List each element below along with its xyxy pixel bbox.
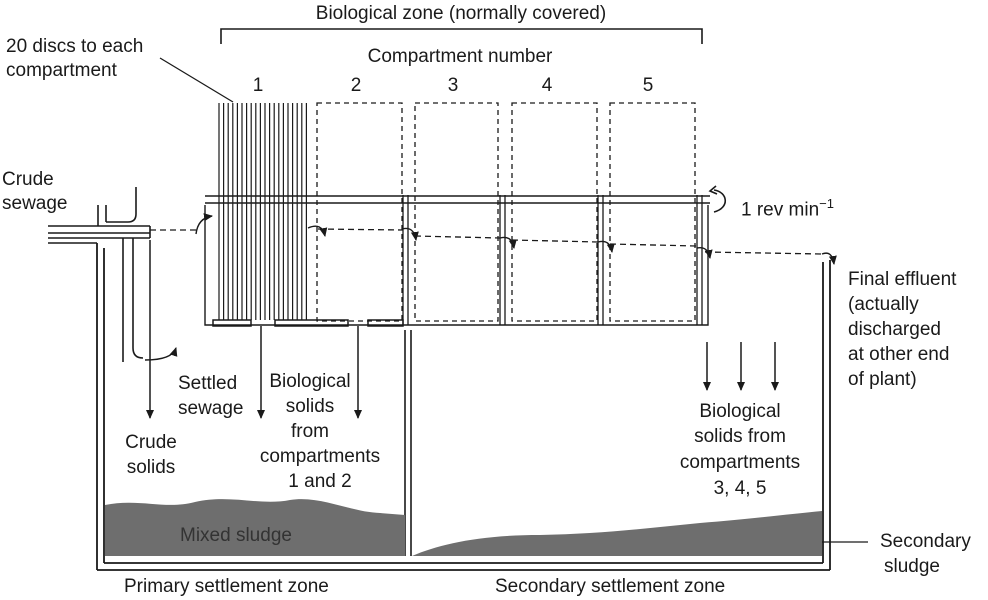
discs-note-line2: compartment: [6, 60, 117, 81]
inlet-pipes: [48, 187, 151, 362]
settled-sewage-line1: Settled: [178, 373, 238, 394]
rotating-shaft: [205, 195, 710, 204]
secondary-sludge-deposit: [412, 511, 822, 556]
settlement-tank: [96, 243, 831, 571]
compartment-2-number: 2: [350, 75, 362, 96]
compartment-3-number: 3: [447, 75, 459, 96]
biological-zone-title: Biological zone (normally covered): [315, 3, 607, 24]
final-effluent-line1: Final effluent: [848, 269, 957, 290]
dashed-compartments: [316, 102, 696, 322]
bio-solids-12-line2: solids: [285, 396, 335, 417]
rotation-speed-text: 1 rev min: [741, 199, 820, 221]
primary-settlement-zone-label: Primary settlement zone: [124, 576, 329, 597]
bio-solids-345-line4: 3, 4, 5: [713, 478, 767, 499]
compartment-1-number: 1: [252, 75, 264, 96]
solids-arrows: [146, 240, 779, 419]
crude-sewage-line2: sewage: [2, 193, 68, 214]
bio-solids-12-line4: compartments: [259, 446, 381, 467]
compartment-4-number: 4: [541, 75, 553, 96]
discs-leader-line: [159, 57, 234, 103]
zone-partition: [404, 330, 412, 556]
solids-outlets: [212, 319, 404, 327]
secondary-sludge-line1: Secondary: [880, 531, 971, 552]
secondary-sludge-line2: sludge: [884, 556, 940, 577]
trough-outline: [204, 205, 709, 326]
compartment-5-number: 5: [642, 75, 654, 96]
secondary-settlement-zone-label: Secondary settlement zone: [495, 576, 726, 597]
bio-solids-345-line1: Biological: [699, 401, 781, 422]
compartment-number-header: Compartment number: [367, 46, 553, 67]
water-level: [150, 228, 823, 255]
crude-solids-line1: Crude: [125, 432, 177, 453]
bio-solids-12-line3: from: [291, 421, 329, 442]
rotation-speed-exponent: −1: [819, 196, 834, 211]
rotation-arrow: [713, 189, 727, 213]
bio-solids-345-line3: compartments: [679, 452, 801, 473]
crude-sewage-line1: Crude: [2, 169, 54, 190]
crude-solids-line2: solids: [126, 457, 176, 478]
bio-solids-12-line1: Biological: [269, 371, 351, 392]
flow-arrows: [144, 213, 837, 361]
bio-solids-12-line5: 1 and 2: [288, 471, 352, 492]
bio-solids-345-line2: solids from: [694, 426, 786, 447]
biological-zone-bracket: [220, 28, 703, 44]
rotation-speed-label: 1 rev min−1: [741, 192, 834, 222]
compartment-separators: [402, 195, 703, 325]
mixed-sludge-label: Mixed sludge: [180, 525, 292, 546]
final-effluent-line4: at other end: [848, 344, 950, 365]
discs-note-line1: 20 discs to each: [6, 36, 144, 57]
final-effluent-line2: (actually: [848, 294, 919, 315]
mixed-sludge-deposit: [105, 499, 405, 556]
disc-stack-compartment-1: [218, 103, 307, 320]
settled-sewage-line2: sewage: [178, 398, 244, 419]
final-effluent-line5: of plant): [848, 369, 917, 390]
final-effluent-line3: discharged: [848, 319, 941, 340]
